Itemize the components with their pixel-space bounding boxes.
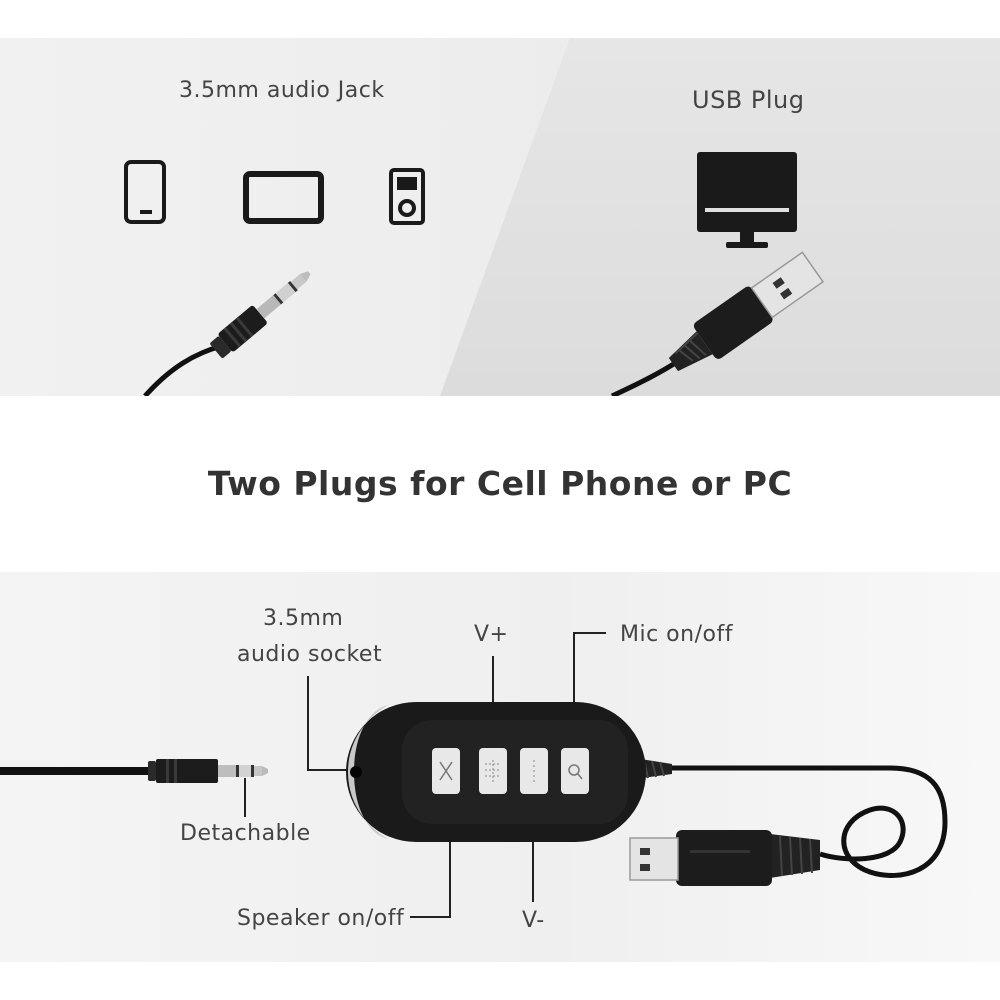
speaker-label: Speaker on/off	[237, 906, 405, 931]
volume-up-button[interactable]	[479, 748, 507, 794]
top-panel: 3.5mm audio Jack USB Plug	[0, 38, 1000, 396]
bottom-panel: 3.5mm audio socket V+ Mic on/off Detacha…	[0, 572, 1000, 962]
usb-plug	[610, 251, 825, 396]
top-illustration	[124, 152, 825, 396]
volume-down-button[interactable]	[520, 748, 548, 794]
socket-label-line1: 3.5mm	[263, 606, 344, 631]
monitor-icon	[697, 152, 797, 248]
detachable-label: Detachable	[180, 821, 311, 846]
vol-up-label: V+	[474, 622, 509, 647]
bottom-usb-plug	[629, 830, 820, 886]
mic-toggle-button[interactable]	[561, 748, 589, 794]
speaker-toggle-button[interactable]	[432, 748, 460, 794]
controller-illustration	[0, 632, 948, 918]
audio-jack-plug	[143, 271, 311, 396]
music-player-icon	[389, 168, 425, 225]
detachable-jack	[0, 759, 268, 783]
mic-label: Mic on/off	[620, 622, 733, 647]
usb-label: USB Plug	[692, 86, 805, 114]
socket-label-line2: audio socket	[237, 642, 383, 667]
phone-icon	[124, 160, 166, 224]
vol-down-label: V-	[522, 908, 545, 933]
audio-socket	[350, 766, 362, 778]
usb-cable	[640, 765, 948, 878]
jack-label: 3.5mm audio Jack	[179, 78, 385, 103]
headline: Two Plugs for Cell Phone or PC	[207, 464, 793, 503]
tablet-icon	[243, 171, 324, 224]
